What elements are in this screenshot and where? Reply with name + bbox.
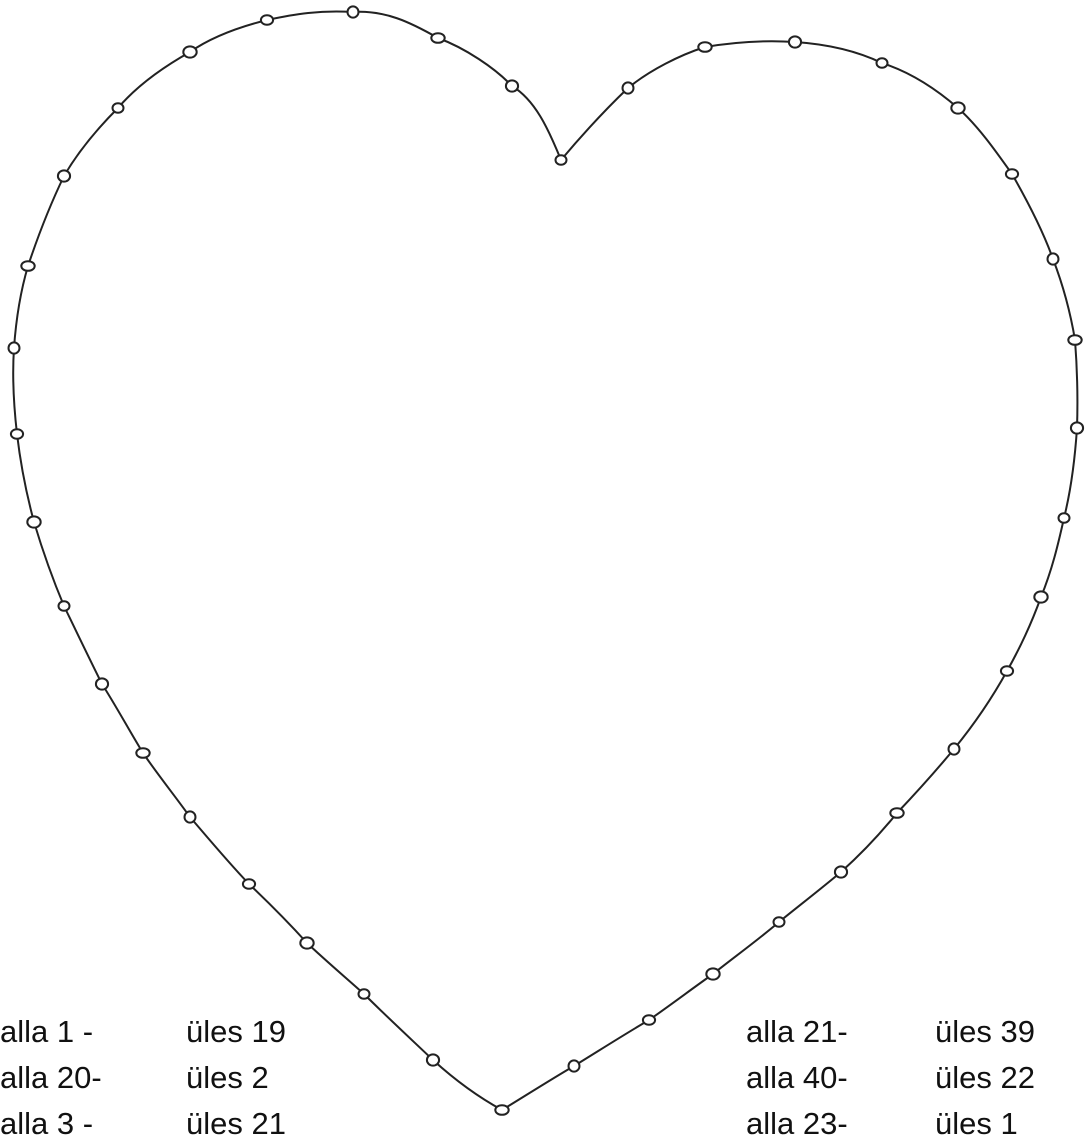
heart-outline <box>13 11 1077 1110</box>
right-from-column: alla 21- alla 40- alla 23- <box>746 1009 848 1147</box>
pin-marker <box>495 1105 508 1115</box>
left-to-column: üles 19 üles 2 üles 21 <box>186 1009 286 1147</box>
instruction-step: alla 23- <box>746 1101 848 1147</box>
pin-marker <box>643 1015 655 1025</box>
pin-marker <box>569 1060 580 1071</box>
instruction-step: üles 1 <box>935 1101 1035 1147</box>
instruction-step: alla 40- <box>746 1055 848 1101</box>
pin-marker <box>11 429 23 439</box>
pin-marker <box>261 15 273 25</box>
pin-marker <box>623 82 634 93</box>
pin-marker <box>556 155 567 165</box>
pin-marker <box>1048 253 1059 264</box>
pin-marker <box>59 601 70 611</box>
pin-marker <box>1001 666 1013 676</box>
instruction-step: üles 21 <box>186 1101 286 1147</box>
instruction-step: alla 3 - <box>0 1101 102 1147</box>
pin-marker <box>774 917 785 927</box>
pin-marker <box>348 6 359 17</box>
instruction-step: alla 20- <box>0 1055 102 1101</box>
pin-marker <box>951 102 964 113</box>
pin-marker <box>27 516 40 527</box>
nail-pins <box>9 6 1084 1114</box>
pin-marker <box>136 748 149 758</box>
pin-marker <box>706 968 719 979</box>
pin-marker <box>243 879 255 889</box>
pin-marker <box>9 342 20 353</box>
instruction-step: alla 1 - <box>0 1009 102 1055</box>
pin-marker <box>1071 422 1083 433</box>
instruction-step: üles 39 <box>935 1009 1035 1055</box>
heart-drawing <box>0 0 1085 1120</box>
pin-marker <box>96 678 108 689</box>
instruction-step: üles 22 <box>935 1055 1035 1101</box>
pin-marker <box>185 811 196 822</box>
pin-marker <box>698 42 711 52</box>
pin-marker <box>21 261 34 271</box>
right-to-column: üles 39 üles 22 üles 1 <box>935 1009 1035 1147</box>
pin-marker <box>789 36 801 47</box>
pin-marker <box>877 58 888 68</box>
pin-marker <box>300 937 313 948</box>
pin-marker <box>427 1054 439 1065</box>
pin-marker <box>835 866 847 877</box>
pin-marker <box>113 103 124 113</box>
pin-marker <box>183 46 196 57</box>
pin-marker <box>431 33 444 43</box>
pin-marker <box>1059 513 1070 523</box>
pin-marker <box>506 80 518 91</box>
pin-marker <box>1034 591 1047 602</box>
pin-marker <box>1068 335 1081 345</box>
pin-marker <box>949 743 960 754</box>
instruction-step: üles 2 <box>186 1055 286 1101</box>
pin-marker <box>359 989 370 999</box>
instruction-step: alla 21- <box>746 1009 848 1055</box>
pin-marker <box>58 170 70 181</box>
pin-marker <box>1006 169 1018 179</box>
instruction-step: üles 19 <box>186 1009 286 1055</box>
pin-marker <box>890 808 903 818</box>
left-from-column: alla 1 - alla 20- alla 3 - <box>0 1009 102 1147</box>
